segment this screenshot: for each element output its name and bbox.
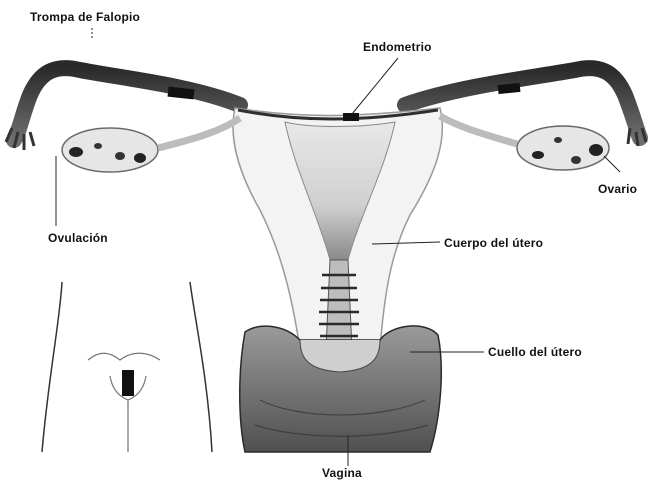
vagina — [240, 326, 442, 452]
uterus-body — [233, 108, 442, 350]
label-ovulation: Ovulación — [48, 231, 108, 245]
label-uterus-body: Cuerpo del útero — [444, 236, 543, 250]
label-cervix: Cuello del útero — [488, 345, 582, 359]
ovary-left — [62, 118, 240, 172]
ovary-right — [440, 116, 609, 170]
label-vagina: Vagina — [322, 466, 362, 480]
label-endometrium: Endometrio — [363, 40, 432, 54]
label-ovary: Ovario — [598, 182, 637, 196]
label-fallopian-tube: Trompa de Falopio — [30, 10, 140, 24]
body-silhouette-inset — [42, 282, 212, 452]
